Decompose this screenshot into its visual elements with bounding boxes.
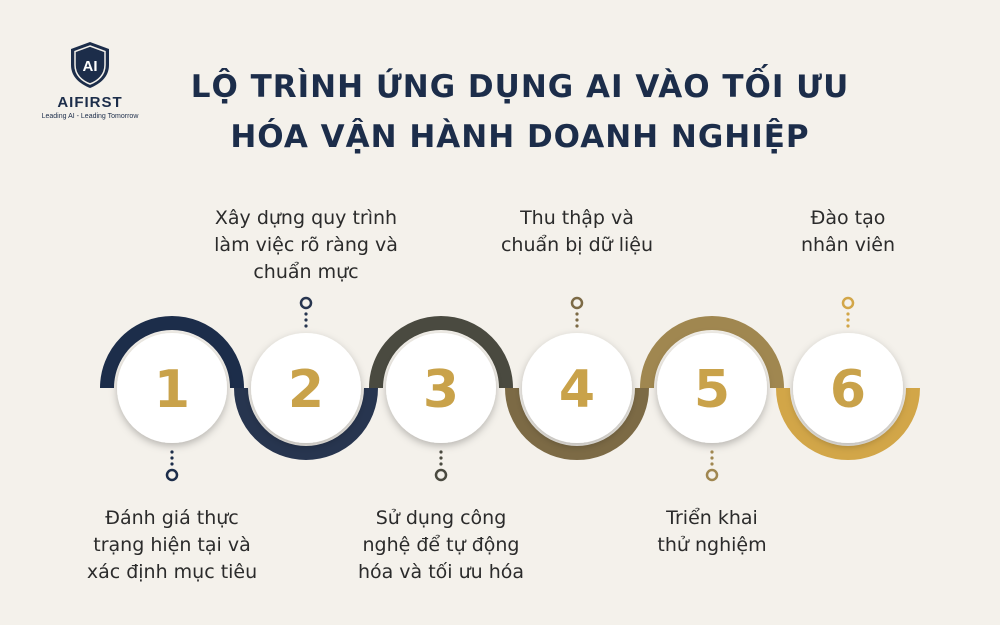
- step-1-label-line: trạng hiện tại và: [93, 534, 251, 556]
- logo-glyph: AI: [83, 58, 98, 75]
- step-3-label-line: hóa và tối ưu hóa: [357, 561, 525, 583]
- step-6-number: 6: [830, 360, 866, 420]
- step-3-circle: [386, 333, 496, 443]
- step-5-circle: [657, 333, 767, 443]
- step-1-connector-node: [165, 468, 179, 482]
- step-3-number: 3: [423, 360, 459, 420]
- step-2-arc: [234, 387, 378, 460]
- step-3-arc: [369, 316, 513, 389]
- step-4-arc: [505, 387, 649, 460]
- step-5-label: Triển khai thử nghiệm: [592, 505, 832, 559]
- step-6-connector-dots: [846, 312, 850, 328]
- step-5-connector-dots: [710, 450, 714, 466]
- step-3-label-line: Sử dụng công: [375, 507, 507, 529]
- shield-icon: AI: [71, 42, 109, 88]
- step-2-number: 2: [288, 360, 324, 420]
- step-4-label: Thu thập và chuẩn bị dữ liệu: [457, 205, 697, 259]
- step-3-label: Sử dụng công nghệ để tự động hóa và tối ưu…: [321, 505, 561, 586]
- step-4-connector-node: [570, 296, 584, 310]
- step-6-label-line: Đào tạo: [810, 207, 886, 229]
- step-1-number: 1: [154, 360, 190, 420]
- step-3-connector-dots: [439, 450, 443, 466]
- step-4-connector-dots: [575, 312, 579, 328]
- step-6-arc: [776, 387, 920, 460]
- page-title: LỘ TRÌNH ỨNG DỤNG AI VÀO TỐI ƯU HÓA VẬN …: [190, 62, 850, 162]
- step-6-connector-node: [841, 296, 855, 310]
- logo-tagline: Leading AI - Leading Tomorrow: [41, 113, 139, 120]
- step-2-label-line: chuẩn mực: [253, 261, 359, 283]
- step-2-connector-dots: [304, 312, 308, 328]
- step-6-circle: [793, 333, 903, 443]
- step-2-circle: [251, 333, 361, 443]
- step-3-label-line: nghệ để tự động: [362, 534, 520, 556]
- title-line-1: LỘ TRÌNH ỨNG DỤNG AI VÀO TỐI ƯU: [190, 69, 850, 105]
- step-5-label-line: Triển khai: [666, 507, 758, 529]
- step-2-label-line: Xây dựng quy trình: [214, 207, 398, 229]
- step-1-label-line: xác định mục tiêu: [86, 561, 258, 583]
- step-4-circle: [522, 333, 632, 443]
- step-1-label: Đánh giá thực trạng hiện tại và xác định m…: [52, 505, 292, 586]
- step-1-arc: [100, 316, 244, 389]
- step-2-label: Xây dựng quy trình làm việc rõ ràng và chu…: [186, 205, 426, 286]
- step-1-circle: [117, 333, 227, 443]
- step-3-connector-node: [434, 468, 448, 482]
- step-4-label-line: chuẩn bị dữ liệu: [500, 234, 654, 256]
- step-2-connector-node: [299, 296, 313, 310]
- step-6-label-line: nhân viên: [800, 234, 896, 256]
- step-5-arc: [640, 316, 784, 389]
- logo-name: AIFIRST: [57, 94, 123, 111]
- step-5-connector-node: [705, 468, 719, 482]
- step-4-label-line: Thu thập và: [520, 207, 634, 229]
- step-1-label-line: Đánh giá thực: [105, 507, 239, 529]
- brand-logo: AI AIFIRST Leading AI - Leading Tomorrow: [30, 40, 150, 120]
- step-6-label: Đào tạo nhân viên: [728, 205, 968, 259]
- step-2-label-line: làm việc rõ ràng và: [214, 234, 398, 256]
- step-1-connector-dots: [170, 450, 174, 466]
- step-5-label-line: thử nghiệm: [657, 534, 767, 556]
- step-4-number: 4: [559, 360, 595, 420]
- step-5-number: 5: [694, 360, 730, 420]
- title-line-2: HÓA VẬN HÀNH DOANH NGHIỆP: [230, 119, 810, 155]
